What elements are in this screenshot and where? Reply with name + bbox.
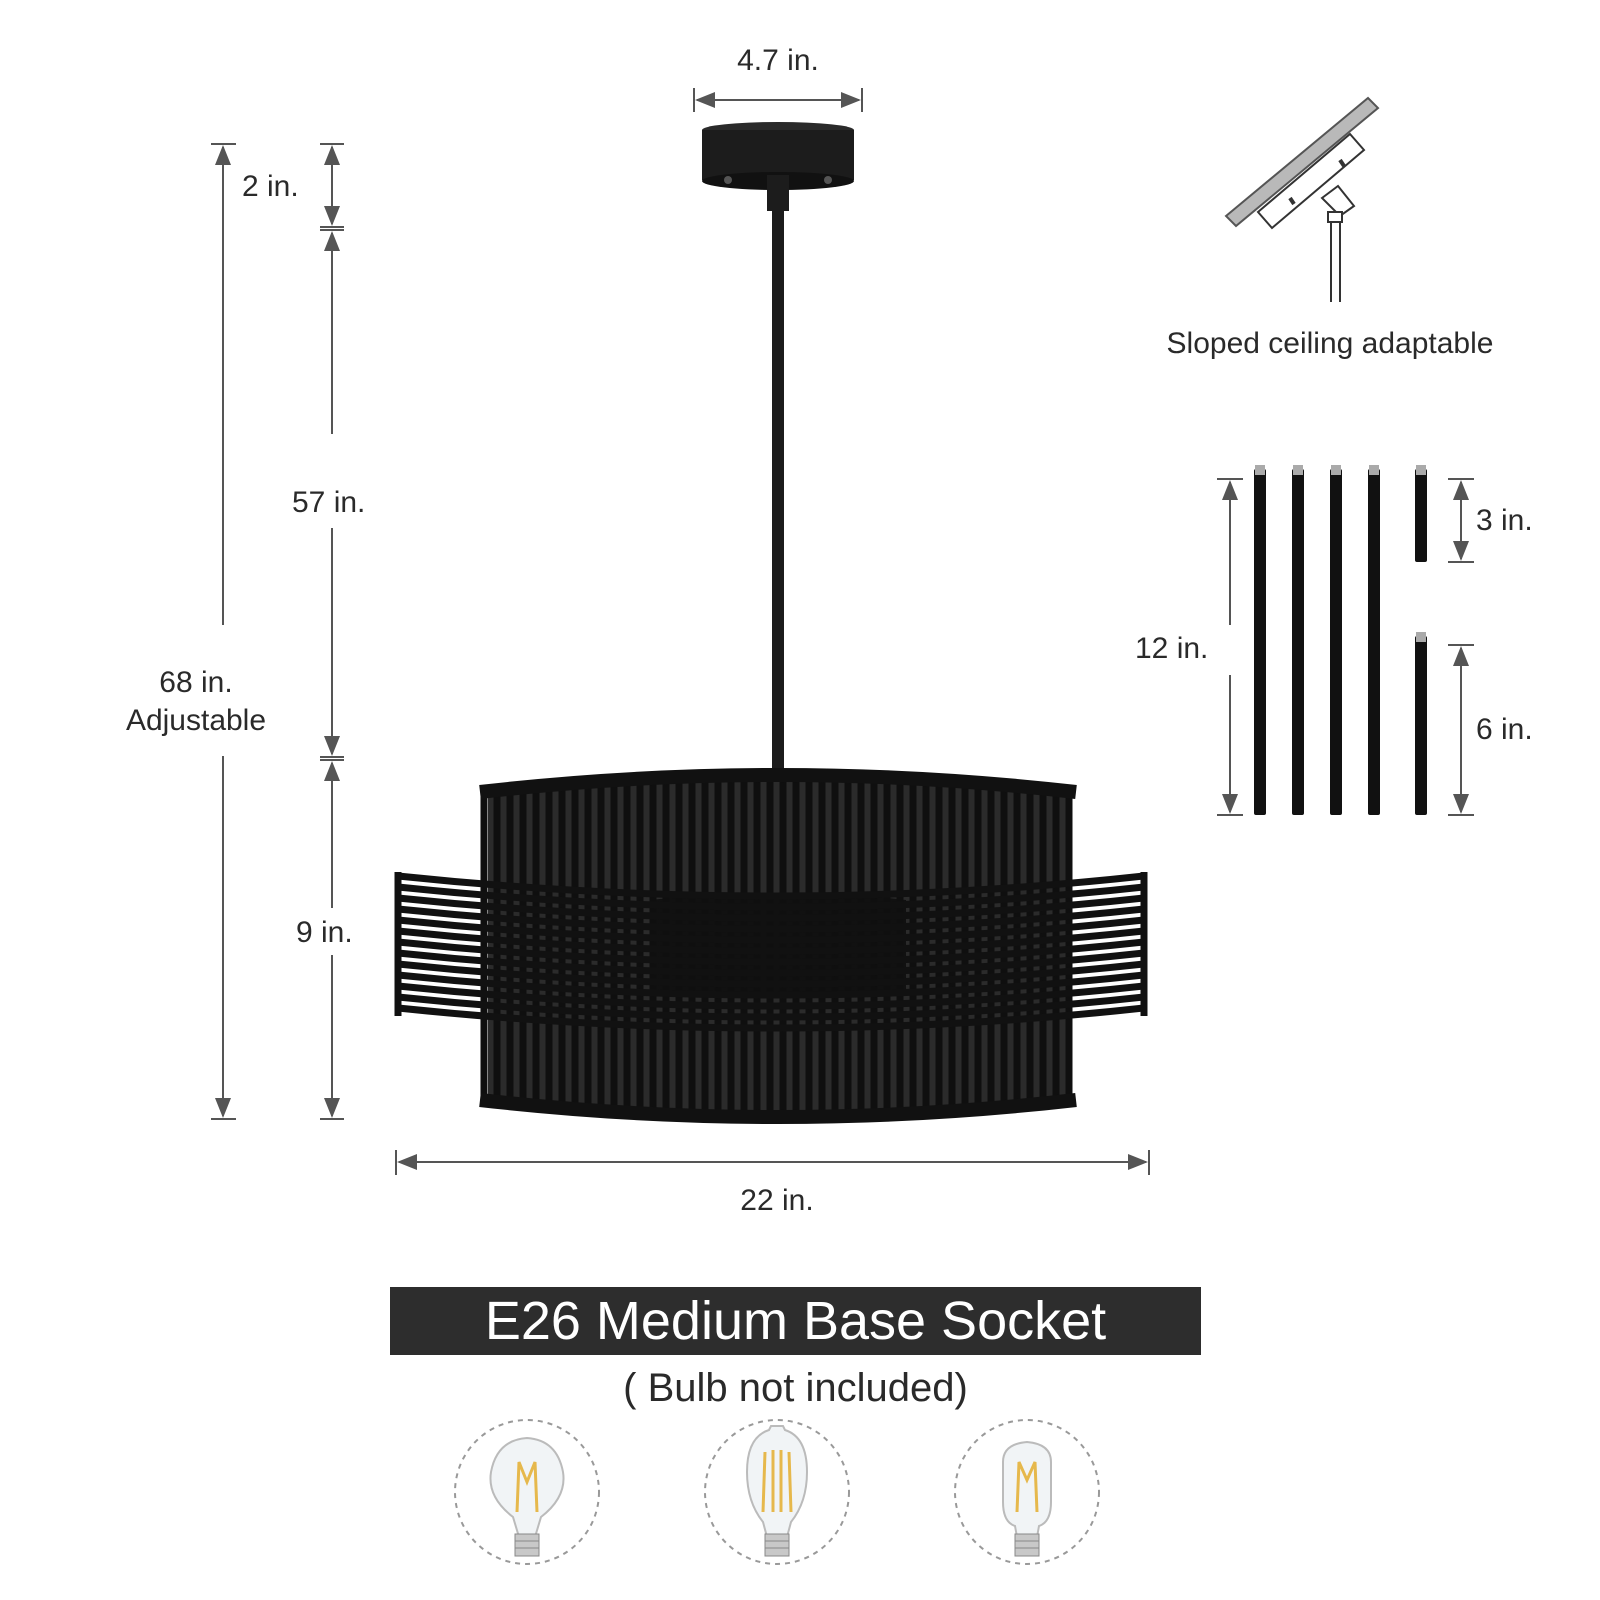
wicker-shade (394, 768, 1148, 1124)
bulb-options (454, 1419, 1100, 1565)
shade-height-dimension (320, 759, 344, 1120)
total-height-note: Adjustable (125, 704, 267, 737)
shade-ring (397, 872, 1145, 900)
sloped-ceiling-label: Sloped ceiling adaptable (1166, 327, 1494, 360)
canopy-height-dimension (320, 143, 344, 228)
rod-length-label: 57 in. (292, 486, 366, 519)
dimension-lines (211, 88, 1474, 1175)
ceiling-canopy (702, 122, 854, 211)
long-rod-label: 12 in. (1135, 632, 1209, 665)
rod-length-dimension (320, 229, 344, 758)
shade-ring (397, 938, 1145, 966)
medium-rod-dimension (1448, 644, 1474, 816)
shade-ring (397, 993, 1145, 1021)
medium-rod-label: 6 in. (1476, 713, 1533, 746)
shade-width-label: 22 in. (740, 1184, 814, 1217)
a19-filament-bulb-icon (454, 1419, 600, 1565)
shade-width-dimension (395, 1150, 1150, 1175)
total-height-dimension (211, 143, 236, 1120)
shade-height-label: 9 in. (296, 916, 353, 949)
long-extension-rod (1292, 465, 1304, 815)
canopy-width-label: 4.7 in. (737, 44, 819, 77)
long-extension-rod (1368, 465, 1380, 815)
canopy-width-dimension (693, 88, 863, 112)
shade-ring (397, 949, 1145, 977)
shade-ring (397, 982, 1145, 1010)
socket-type-banner: E26 Medium Base Socket (390, 1287, 1201, 1355)
extension-rods (1254, 465, 1427, 815)
shade-ring (397, 894, 1145, 922)
downrod (772, 210, 784, 770)
long-extension-rod (1254, 465, 1266, 815)
shade-ring (397, 883, 1145, 911)
shade-ring (397, 905, 1145, 933)
short-rod-label: 3 in. (1476, 504, 1533, 537)
shade-ring (397, 960, 1145, 988)
shade-ring (397, 1004, 1145, 1032)
short-rod-dimension (1448, 478, 1474, 563)
pendant-light-fixture (394, 122, 1148, 1124)
st64-edison-bulb-icon (704, 1419, 850, 1565)
t45-tube-bulb-icon (954, 1419, 1100, 1565)
medium-rod (1415, 632, 1427, 815)
sloped-ceiling-icon (1224, 96, 1380, 302)
total-height-label: 68 in. (159, 666, 233, 699)
shade-ring (397, 927, 1145, 955)
shade-ring (397, 916, 1145, 944)
long-rod-dimension (1217, 478, 1243, 816)
bulb-not-included-note: ( Bulb not included) (623, 1366, 968, 1410)
long-extension-rod (1330, 465, 1342, 815)
short-rod (1415, 465, 1427, 562)
shade-ring (397, 971, 1145, 999)
canopy-height-label: 2 in. (242, 170, 299, 203)
